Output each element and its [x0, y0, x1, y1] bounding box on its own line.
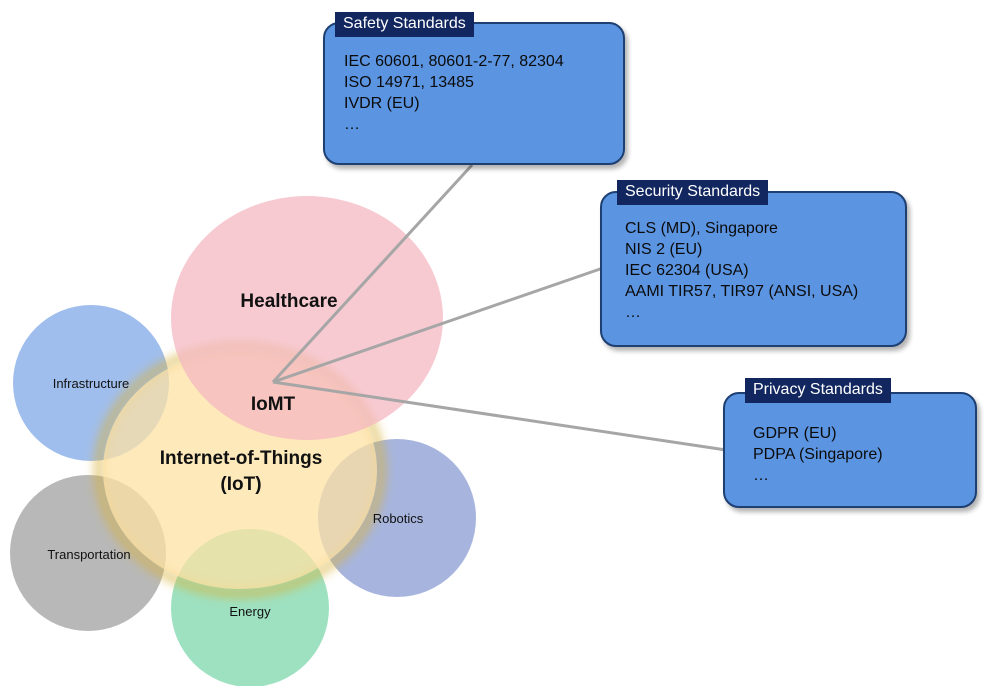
iot-label-line1: Internet-of-Things	[160, 448, 323, 469]
security-standards-title: Security Standards	[617, 180, 769, 205]
connector-safety	[271, 163, 474, 384]
privacy-standards-box: GDPR (EU) PDPA (Singapore) …	[723, 392, 977, 508]
privacy-standards-list: GDPR (EU) PDPA (Singapore) …	[753, 423, 883, 486]
connector-privacy	[272, 380, 727, 452]
privacy-standard-item: GDPR (EU)	[753, 425, 837, 442]
security-standard-item: CLS (MD), Singapore	[625, 220, 778, 237]
iot-label-line2: (IoT)	[220, 474, 261, 495]
iomt-label: IoMT	[251, 394, 296, 415]
safety-standard-item: ISO 14971, 13485	[344, 74, 474, 91]
infrastructure-label: Infrastructure	[53, 376, 130, 391]
healthcare-label: Healthcare	[240, 291, 337, 312]
security-standards-list: CLS (MD), Singapore NIS 2 (EU) IEC 62304…	[625, 218, 858, 323]
safety-standard-item: IEC 60601, 80601-2-77, 82304	[344, 53, 564, 70]
safety-standards-box: IEC 60601, 80601-2-77, 82304 ISO 14971, …	[323, 22, 625, 165]
security-standard-item: AAMI TIR57, TIR97 (ANSI, USA)	[625, 283, 859, 300]
safety-standard-item: …	[344, 116, 360, 133]
security-standards-box: CLS (MD), Singapore NIS 2 (EU) IEC 62304…	[600, 191, 907, 347]
connector-security	[272, 266, 604, 384]
energy-label: Energy	[229, 604, 271, 619]
transportation-label: Transportation	[47, 547, 130, 562]
privacy-standard-item: …	[753, 467, 769, 484]
privacy-standard-item: PDPA (Singapore)	[753, 446, 883, 463]
safety-standards-list: IEC 60601, 80601-2-77, 82304 ISO 14971, …	[344, 51, 564, 135]
safety-standards-title: Safety Standards	[335, 12, 474, 37]
security-standard-item: …	[625, 304, 641, 321]
safety-standard-item: IVDR (EU)	[344, 95, 420, 112]
privacy-standards-title: Privacy Standards	[745, 378, 891, 403]
robotics-label: Robotics	[373, 511, 424, 526]
security-standard-item: IEC 62304 (USA)	[625, 262, 749, 279]
security-standard-item: NIS 2 (EU)	[625, 241, 703, 258]
healthcare-circle	[171, 196, 443, 440]
